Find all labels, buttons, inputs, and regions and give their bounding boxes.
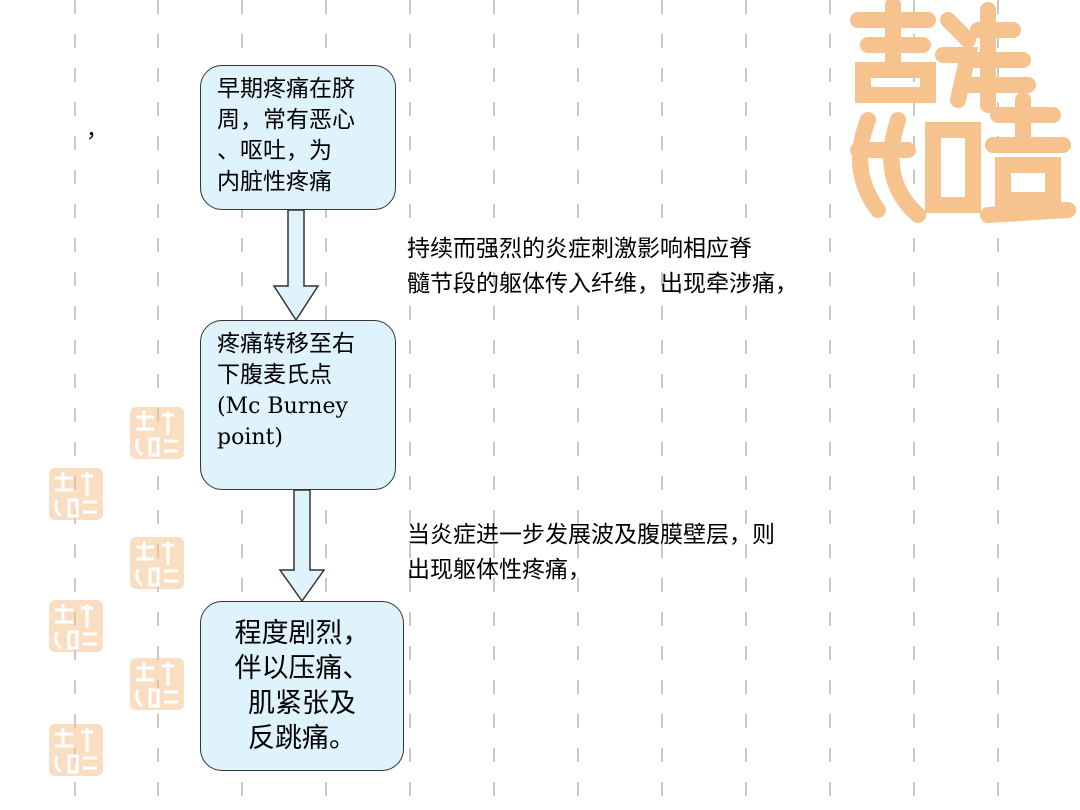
seal-logo-large [850, 0, 1076, 223]
seal-logo-small-1 [130, 407, 184, 459]
seal-logo-small-5 [130, 658, 184, 710]
seal-logo-small-4 [49, 600, 103, 652]
arrow-down-1 [272, 210, 320, 322]
seal-logo-small-6 [49, 724, 103, 776]
flow-step-pain-shift: 疼痛转移至右 下腹麦氏点 (Mc Burney point) [200, 320, 396, 490]
flow-step-severe-pain: 程度剧烈， 伴以压痛、 肌紧张及 反跳痛。 [200, 601, 404, 771]
mcburney-point-label: (Mc Burney point) [217, 394, 348, 450]
flow-step-early-pain: 早期疼痛在脐 周，常有恶心 、呕吐，为 内脏性疼痛 [200, 65, 396, 210]
note-referred-pain: 持续而强烈的炎症刺激影响相应脊 髓节段的躯体传入纤维，出现牵涉痛， [407, 236, 798, 297]
seal-logo-small-2 [49, 468, 103, 520]
stray-comma: ， [86, 118, 109, 143]
flow-step-pain-shift-text: 疼痛转移至右 下腹麦氏点 [217, 331, 355, 388]
note-somatic-pain: 当炎症进一步发展波及腹膜壁层，则 出现躯体性疼痛， [407, 522, 775, 583]
seal-logo-small-3 [130, 537, 184, 589]
arrow-down-2 [278, 490, 326, 603]
